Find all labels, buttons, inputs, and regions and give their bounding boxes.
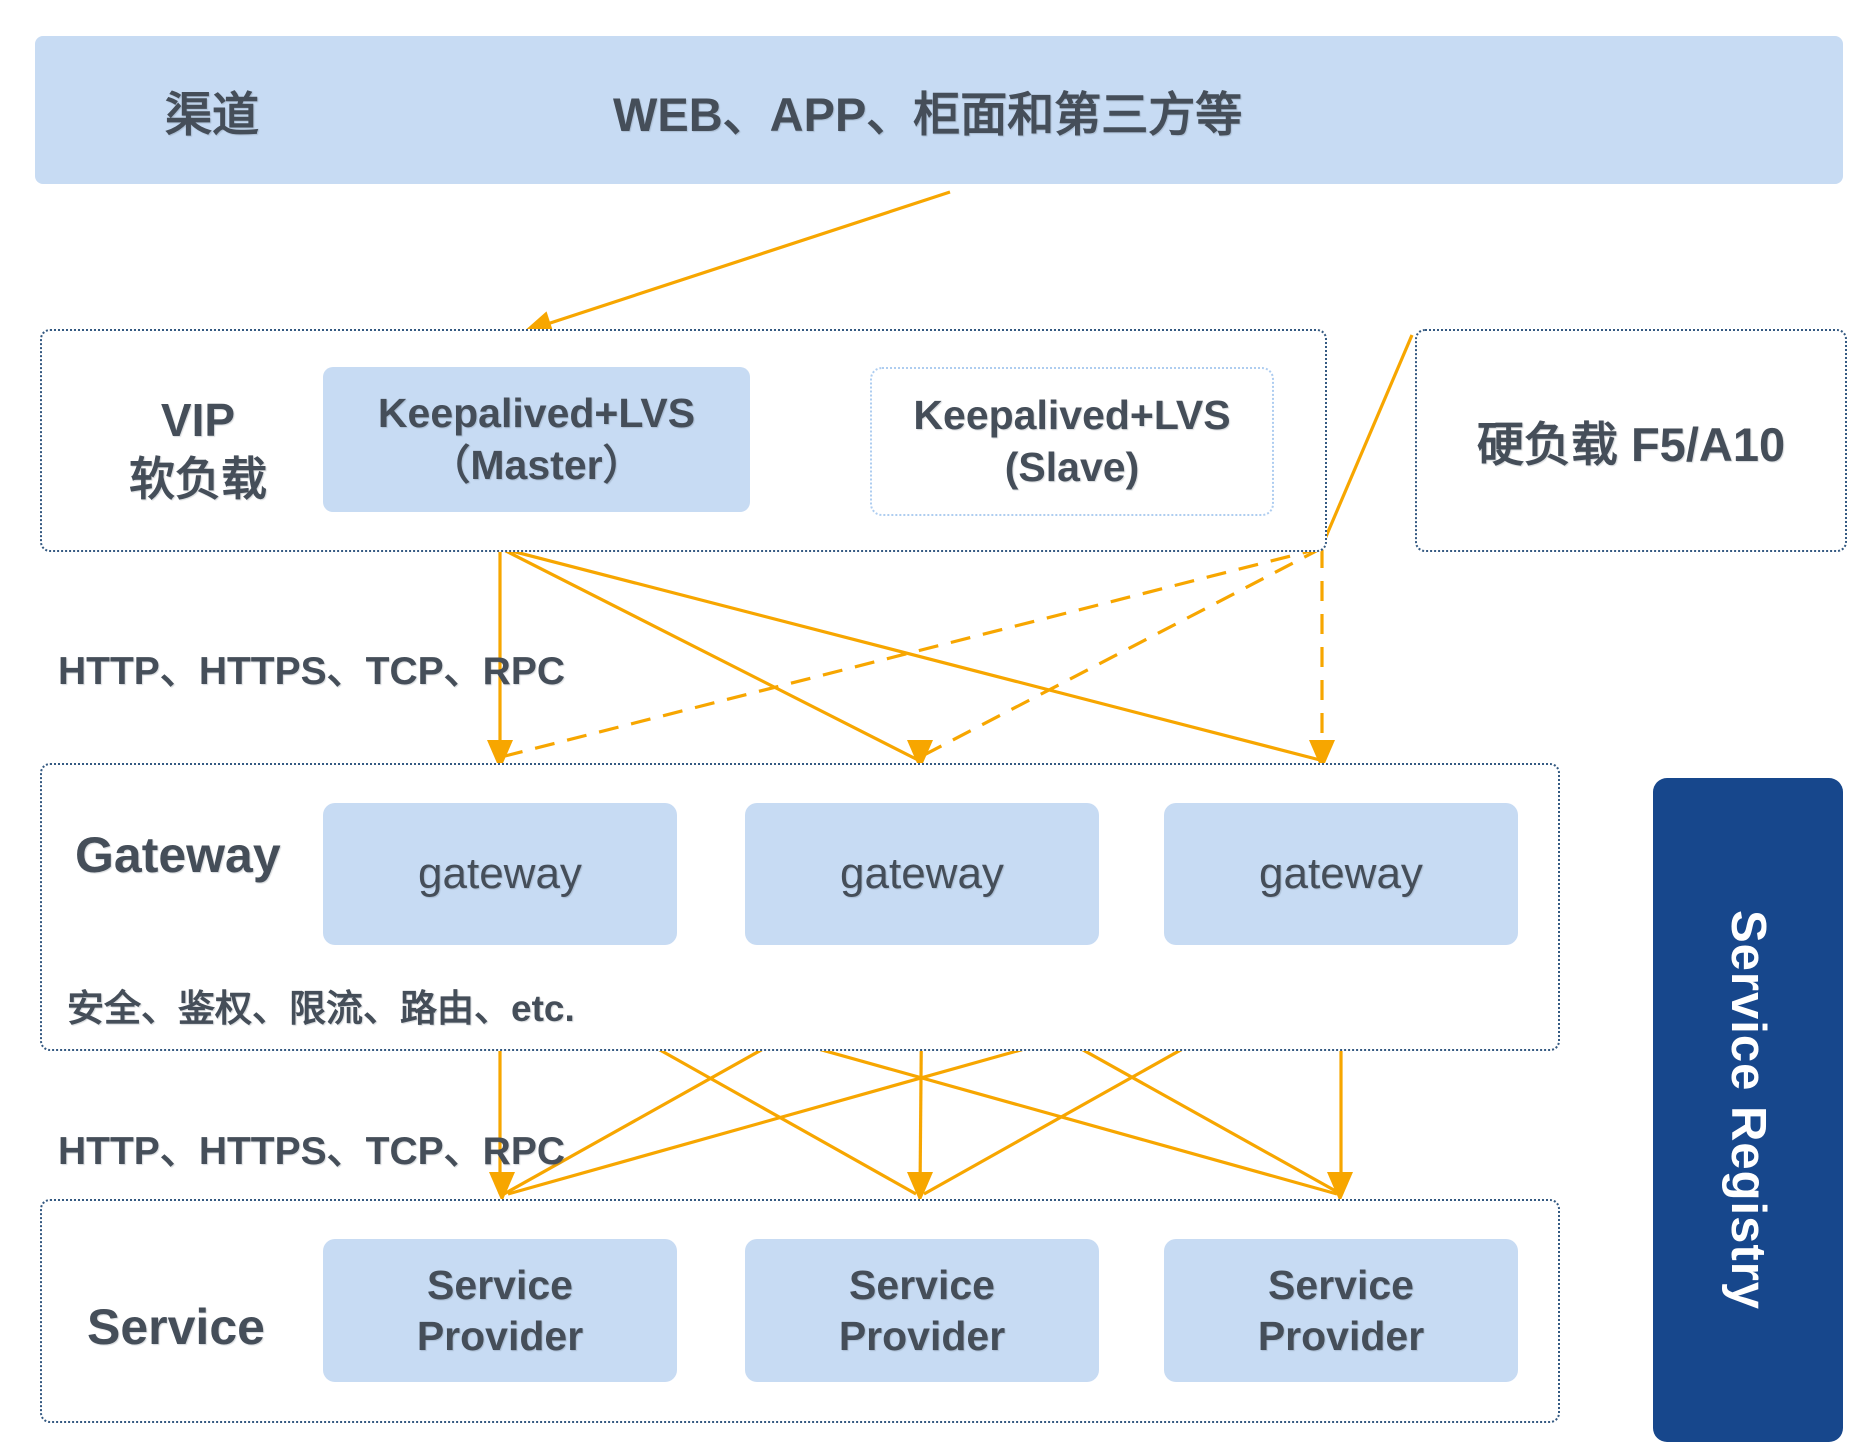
protocols-label-bottom: HTTP、HTTPS、TCP、RPC bbox=[58, 1130, 566, 1173]
edge-solid bbox=[534, 190, 951, 330]
vip-softload-label: VIP 软负载 bbox=[88, 391, 308, 509]
arrowhead bbox=[907, 1172, 933, 1202]
service-provider-2-text: Service Provider bbox=[839, 1260, 1005, 1360]
arrowhead bbox=[1327, 1172, 1353, 1202]
master-node-text: Keepalived+LVS （Master） bbox=[378, 388, 695, 491]
hard-load-label: 硬负载 F5/A10 bbox=[1476, 418, 1786, 471]
service-provider-3-text: Service Provider bbox=[1258, 1260, 1424, 1360]
gateway-node-1-label: gateway bbox=[418, 849, 582, 898]
gateway-node-2: gateway bbox=[745, 803, 1099, 945]
gateway-node-3: gateway bbox=[1164, 803, 1518, 945]
edge-solid bbox=[1320, 334, 1414, 547]
gateway-node-2-label: gateway bbox=[840, 849, 1004, 898]
gateway-node-3-label: gateway bbox=[1259, 849, 1423, 898]
service-section-label: Service bbox=[87, 1299, 265, 1355]
sp3-line1: Service bbox=[1268, 1262, 1414, 1309]
sp1-line1: Service bbox=[427, 1262, 573, 1309]
channel-bar bbox=[35, 36, 1843, 184]
sp2-line1: Service bbox=[849, 1262, 995, 1309]
keepalived-slave-node: Keepalived+LVS (Slave) bbox=[870, 367, 1274, 516]
vip-label-line1: VIP bbox=[160, 394, 236, 446]
edge-dashed bbox=[921, 546, 1323, 758]
service-provider-node-1: Service Provider bbox=[323, 1239, 677, 1382]
sp2-line2: Provider bbox=[838, 1312, 1006, 1359]
slave-line1: Keepalived+LVS bbox=[913, 392, 1231, 439]
sp1-line2: Provider bbox=[416, 1312, 584, 1359]
service-provider-1-text: Service Provider bbox=[417, 1260, 583, 1360]
channel-label: 渠道 bbox=[165, 87, 259, 141]
gateway-section-label: Gateway bbox=[75, 827, 281, 883]
service-provider-node-3: Service Provider bbox=[1164, 1239, 1518, 1382]
master-line2: （Master） bbox=[429, 441, 644, 488]
gateway-features-label: 安全、鉴权、限流、路由、etc. bbox=[67, 988, 575, 1029]
hard-load-container: 硬负载 F5/A10 bbox=[1415, 329, 1847, 552]
service-registry-bar: Service Registry bbox=[1653, 778, 1843, 1442]
arrowhead bbox=[489, 1172, 515, 1202]
master-line1: Keepalived+LVS bbox=[377, 390, 696, 437]
vip-label-line2: 软负载 bbox=[129, 452, 267, 505]
edge-solid bbox=[499, 546, 1321, 762]
keepalived-master-node: Keepalived+LVS （Master） bbox=[323, 367, 750, 512]
slave-node-text: Keepalived+LVS (Slave) bbox=[913, 390, 1230, 493]
edge-dashed bbox=[504, 546, 1323, 758]
sp3-line2: Provider bbox=[1257, 1312, 1425, 1359]
service-registry-label: Service Registry bbox=[1721, 909, 1775, 1311]
gateway-node-1: gateway bbox=[323, 803, 677, 945]
slave-line2: (Slave) bbox=[1004, 443, 1140, 490]
protocols-label-top: HTTP、HTTPS、TCP、RPC bbox=[58, 650, 566, 693]
service-provider-node-2: Service Provider bbox=[745, 1239, 1099, 1382]
channel-title: WEB、APP、柜面和第三方等 bbox=[613, 87, 1243, 141]
